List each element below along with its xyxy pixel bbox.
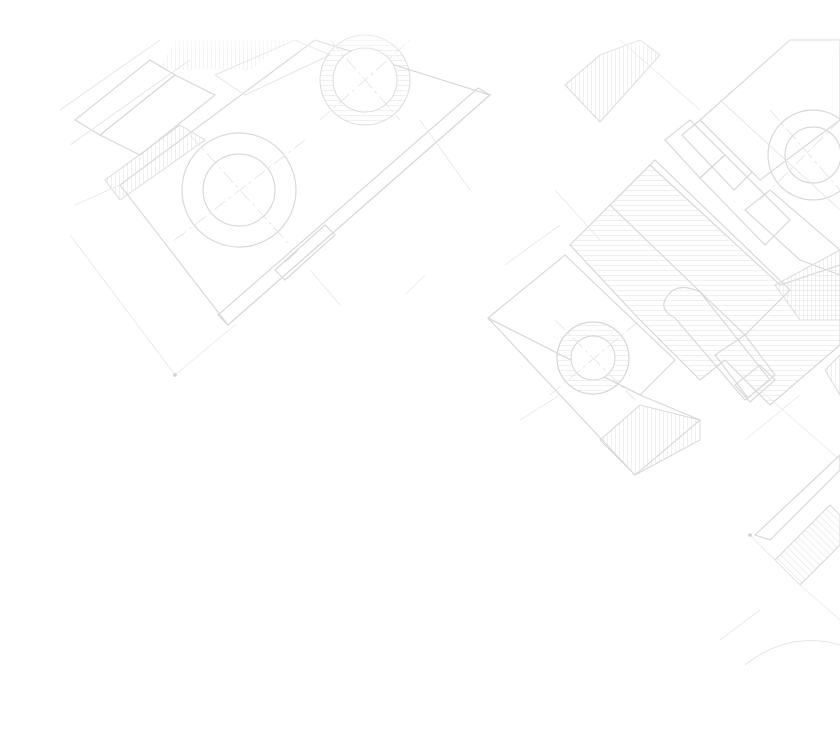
blueprint-drawing-illustration (0, 0, 840, 741)
page-canvas (0, 0, 840, 741)
